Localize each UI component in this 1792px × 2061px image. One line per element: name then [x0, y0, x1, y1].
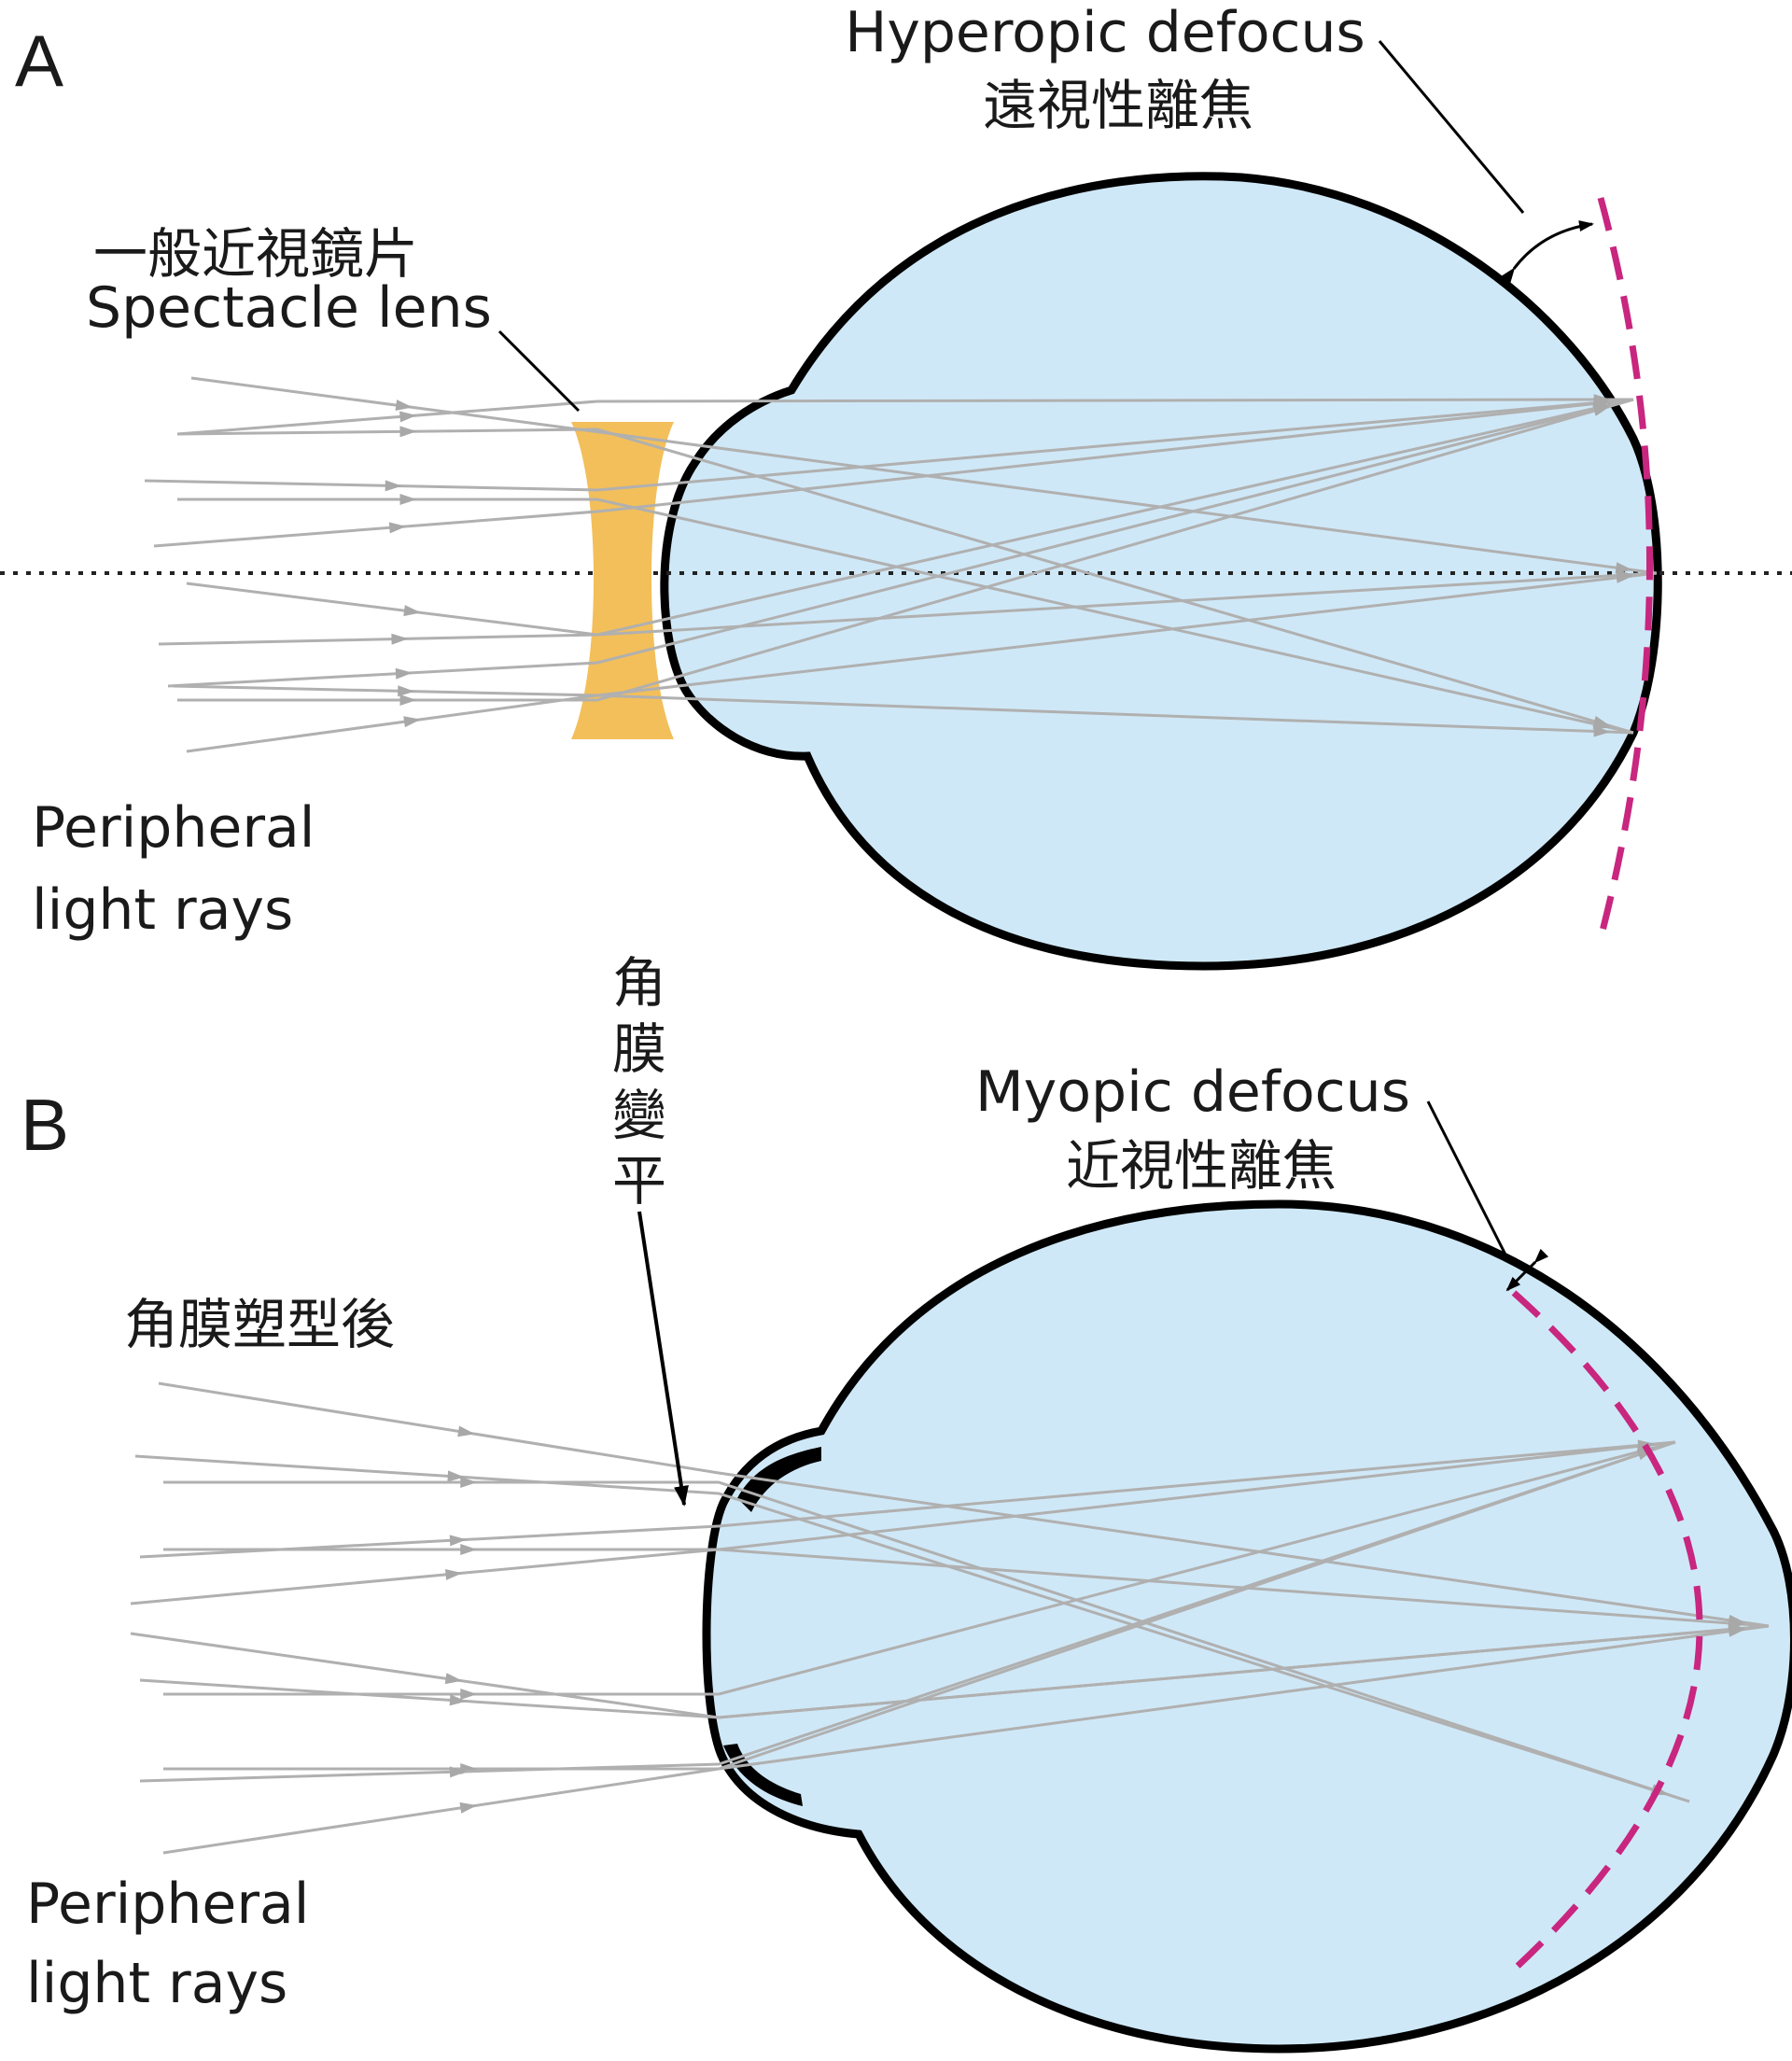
ray-a-2-arrowhead-1 — [399, 426, 417, 438]
ray-a-1-arrowhead-1 — [395, 400, 413, 412]
ray-a-10-arrowhead-1 — [403, 716, 421, 728]
ray-a-4 — [177, 498, 1634, 735]
cornea-flatten-label: 角 膜 變 平 — [607, 950, 672, 1214]
hyperopic-label-en: Hyperopic defocus — [845, 0, 1365, 65]
ray-a-4-arrowhead-1 — [399, 494, 417, 505]
ray-b-9-arrowhead-1 — [449, 1694, 467, 1706]
ray-a-10 — [186, 571, 1658, 753]
ray-a-12-arrowhead-1 — [395, 667, 413, 680]
rays-label-a-line2: light rays — [32, 877, 294, 943]
ray-a-11-arrowhead-1 — [399, 411, 417, 423]
ray-b-4 — [139, 1440, 1676, 1559]
ray-b-11 — [139, 1440, 1676, 1783]
rays-label-b-line2: light rays — [26, 1951, 288, 2016]
rays-label-b-line1: Peripheral — [26, 1872, 310, 1937]
hyperopic-defocus-curve — [1597, 197, 1653, 939]
hyperopic-label-zh: 遠視性離焦 — [982, 74, 1254, 137]
ray-b-4-arrowhead-1 — [449, 1535, 467, 1547]
ray-a-2 — [176, 428, 1634, 735]
ray-b-3 — [163, 1480, 1690, 1803]
panel-b-letter: B — [21, 1084, 70, 1166]
myopic-defocus-curve — [1511, 1290, 1703, 1972]
lens-label-en: Spectacle lens — [86, 275, 492, 341]
hyperopic-double-arrow — [1501, 220, 1594, 283]
spectacle-lens — [571, 422, 674, 739]
ray-a-7 — [158, 398, 1634, 646]
ray-b-12 — [162, 1624, 1770, 1855]
ray-b-1-arrowhead-1 — [457, 1425, 475, 1437]
ray-b-11-arrowhead-1 — [449, 1766, 467, 1778]
ray-b-2 — [134, 1454, 1690, 1803]
ortho-label-zh: 角膜塑型後 — [124, 1293, 396, 1356]
ray-a-5 — [153, 398, 1634, 548]
ray-a-3 — [144, 398, 1634, 492]
lens-label-zh: 一般近視鏡片 — [93, 222, 419, 286]
ray-a-8-arrowhead-1 — [398, 685, 415, 697]
myopic-label-en: Myopic defocus — [975, 1059, 1410, 1125]
eye-b — [702, 1199, 1792, 2054]
myopic-leader-line — [1426, 1101, 1509, 1259]
ray-b-3-arrowhead-1 — [460, 1477, 478, 1488]
ray-a-9 — [177, 398, 1634, 702]
ray-a-6-arrowhead-1 — [403, 605, 421, 617]
panel-b — [130, 1101, 1792, 2054]
rays-b — [130, 1381, 1770, 1855]
ray-a-12-arrowhead-2 — [1592, 403, 1611, 415]
ray-a-5-arrowhead-1 — [388, 522, 407, 534]
eye-a — [660, 172, 1662, 971]
cornea-flatten-char-3: 變 — [611, 1083, 666, 1147]
ray-a-7-arrowhead-1 — [391, 633, 409, 645]
ray-a-8-arrowhead-2 — [1593, 725, 1611, 737]
rays-label-a-line1: Peripheral — [32, 795, 315, 861]
ray-a-4-arrowhead-2 — [1592, 718, 1611, 730]
ray-a-10-arrowhead-2 — [1616, 572, 1633, 583]
myopic-small-arrow — [1505, 1248, 1549, 1292]
cornea-flatten-char-4: 平 — [611, 1149, 666, 1213]
ray-b-1 — [158, 1381, 1770, 1628]
ray-b-12-arrowhead-1 — [459, 1802, 478, 1814]
cornea-flatten-char-2: 膜 — [611, 1016, 666, 1081]
ray-b-8-arrowhead-1 — [460, 1689, 478, 1700]
ray-b-2-arrowhead-1 — [447, 1470, 465, 1482]
panel-a-letter: A — [15, 20, 64, 102]
ray-b-7-arrowhead-1 — [444, 1673, 463, 1685]
cornea-flatten-arrow — [637, 1211, 689, 1507]
ray-b-5-arrowhead-1 — [460, 1544, 478, 1555]
ray-b-6-arrowhead-1 — [444, 1568, 463, 1580]
hyperopic-leader-line — [1378, 40, 1525, 214]
ray-b-9 — [139, 1624, 1770, 1719]
rays-a — [144, 376, 1658, 753]
ray-a-11-arrowhead-2 — [1593, 394, 1611, 406]
ray-a-11 — [176, 398, 1634, 436]
panel-a — [0, 40, 1792, 971]
ray-b-12-arrowhead-2 — [1728, 1625, 1746, 1637]
ray-a-12 — [167, 398, 1634, 688]
ray-b-6 — [130, 1440, 1676, 1605]
ray-a-9-arrowhead-1 — [399, 694, 417, 706]
lens-leader-line — [497, 329, 581, 413]
cornea-flatten-char-1: 角 — [611, 951, 666, 1015]
ray-a-3-arrowhead-1 — [385, 480, 402, 492]
myopic-label-zh: 近視性離焦 — [1065, 1134, 1337, 1198]
ray-a-1-arrowhead-2 — [1615, 562, 1633, 574]
